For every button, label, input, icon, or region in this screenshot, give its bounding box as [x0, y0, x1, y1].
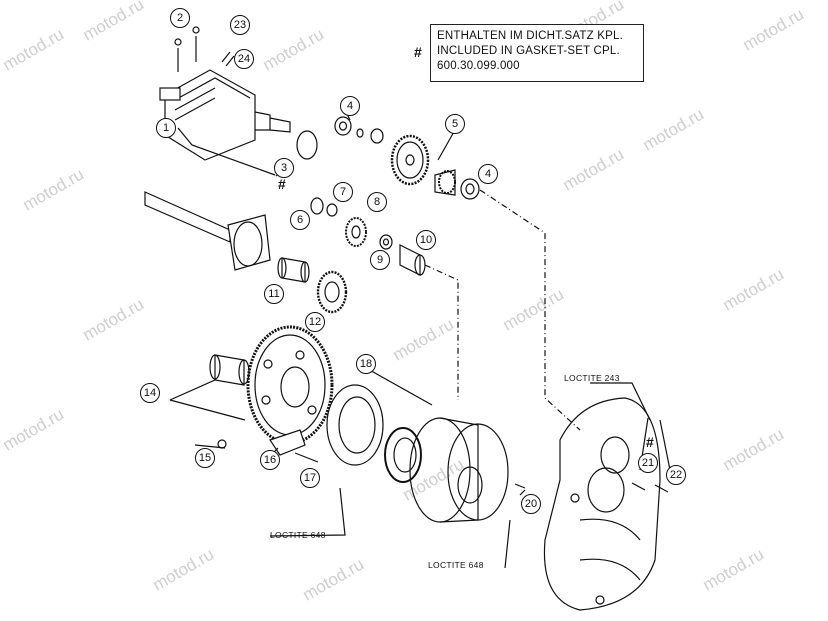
gasket-marker-hash: #	[278, 176, 286, 192]
crankshaft	[144, 191, 271, 271]
callout-2: 2	[170, 8, 190, 28]
loctite-648-label: LOCTITE 648	[428, 560, 484, 570]
callout-9: 9	[370, 250, 390, 270]
callout-4: 4	[340, 96, 360, 116]
callout-16: 16	[260, 450, 280, 470]
callout-11: 11	[264, 284, 284, 304]
note-part-number: 600.30.099.000	[437, 60, 520, 72]
bearing-top	[334, 116, 352, 136]
callout-6: 6	[290, 210, 310, 230]
callout-10: 10	[416, 230, 436, 250]
callout-4: 4	[478, 164, 498, 184]
callout-18: 18	[356, 354, 376, 374]
callout-14: 14	[140, 383, 160, 403]
callout-8: 8	[367, 192, 387, 212]
starter-gear	[246, 325, 334, 445]
callout-21: 21	[638, 453, 658, 473]
gasket-marker-hash: #	[646, 434, 654, 450]
callout-15: 15	[195, 448, 215, 468]
callout-12: 12	[305, 312, 325, 332]
gasket-set-note: ENTHALTEN IM DICHT.SATZ KPL. INCLUDED IN…	[430, 24, 644, 82]
intermediate-gear	[390, 134, 456, 196]
callout-23: 23	[230, 15, 250, 35]
shaft-seal	[326, 384, 384, 466]
callout-1: 1	[156, 118, 176, 138]
callout-5: 5	[445, 114, 465, 134]
ignition-cover	[543, 397, 661, 611]
loctite-243-label: LOCTITE 243	[564, 373, 620, 383]
callout-22: 22	[666, 465, 686, 485]
flywheel-rotor	[409, 417, 509, 523]
callout-3: 3	[274, 158, 294, 178]
callout-24: 24	[234, 49, 254, 69]
note-line-de: ENTHALTEN IM DICHT.SATZ KPL.	[437, 30, 624, 42]
callout-20: 20	[521, 494, 541, 514]
note-line-en: INCLUDED IN GASKET-SET CPL.	[437, 45, 620, 57]
loctite-648-label: LOCTITE 648	[270, 530, 326, 540]
callout-17: 17	[300, 468, 320, 488]
gasket-set-symbol: #	[414, 44, 422, 60]
starter-motor	[159, 26, 318, 161]
callout-7: 7	[333, 182, 353, 202]
